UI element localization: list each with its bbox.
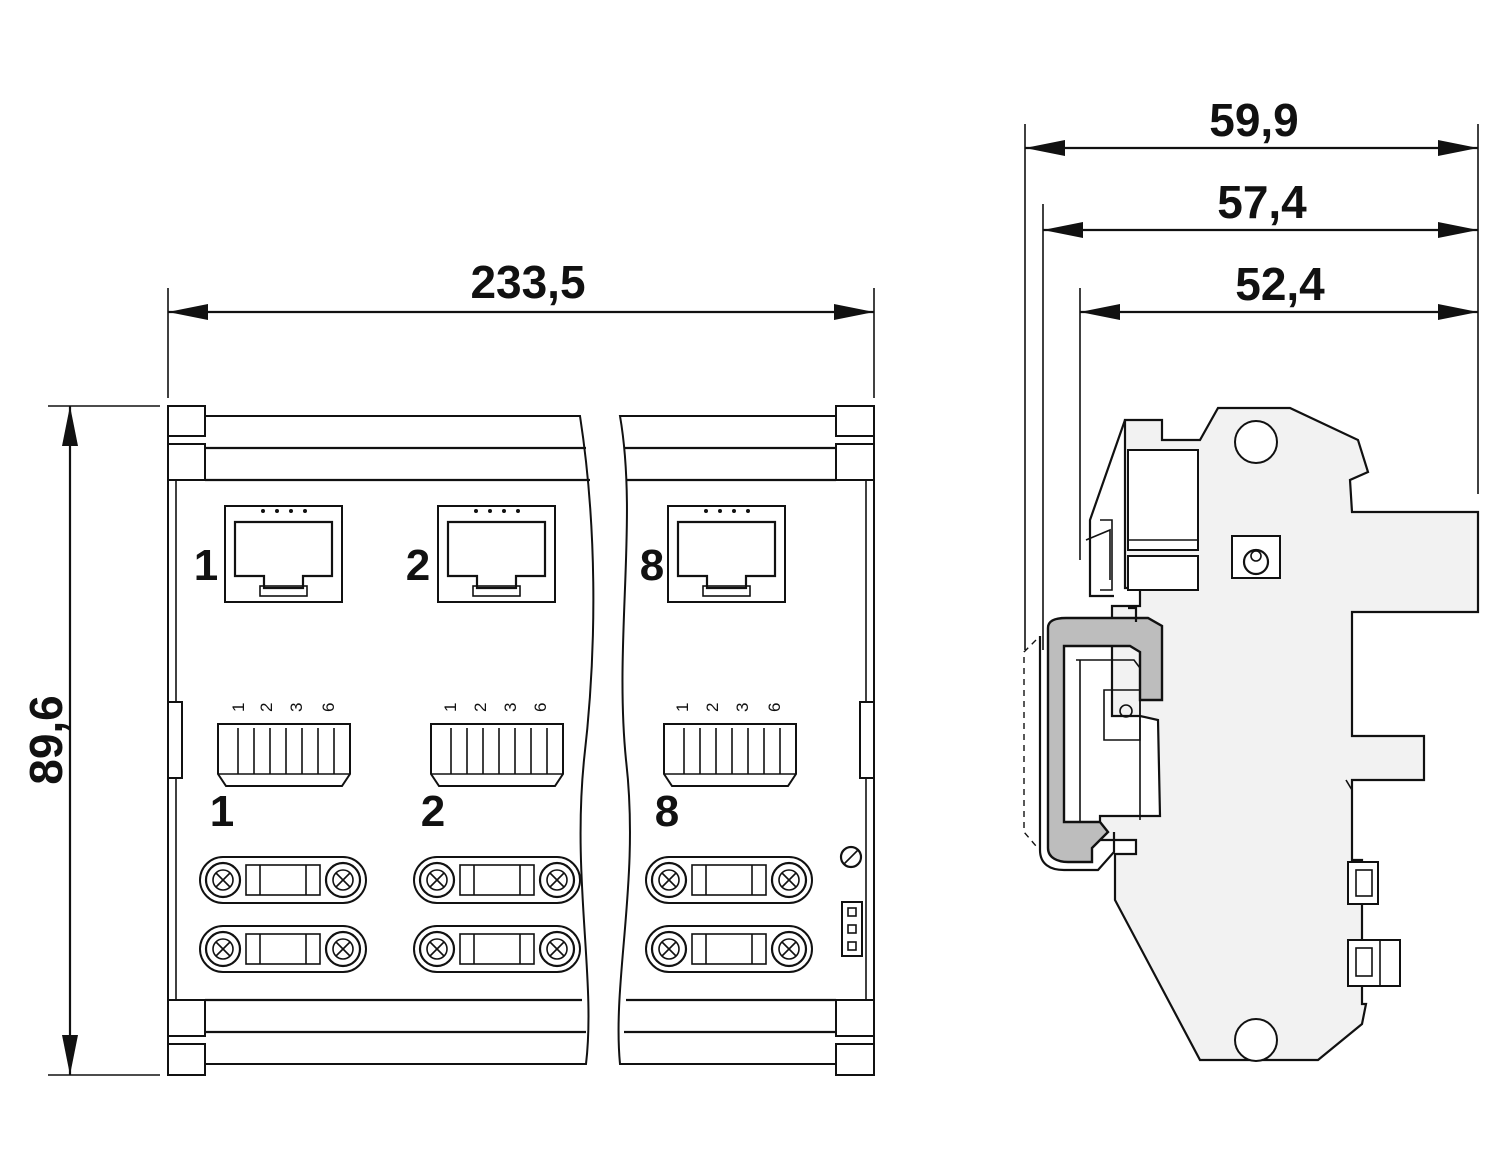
mounting-hole-top: [1234, 420, 1278, 464]
din-rail-dashed: [1023, 639, 1037, 847]
fuse-holder-2a: [412, 855, 582, 905]
din-rail-clip: [1046, 616, 1164, 864]
dimension-depth-mid-label: 57,4: [1217, 176, 1307, 228]
pin-labels-1: 1 2 3 6: [229, 703, 338, 712]
svg-text:6: 6: [319, 703, 338, 712]
svg-text:1: 1: [673, 703, 692, 712]
terminal-block-8: [663, 723, 797, 787]
pin-labels-8: 1 2 3 6: [673, 703, 784, 712]
dimension-width-label: 233,5: [470, 256, 585, 308]
dimension-height-label: 89,6: [20, 695, 72, 785]
fuse-holder-1b: [198, 924, 368, 974]
fuse-holder-8a: [644, 855, 814, 905]
svg-text:2: 2: [471, 703, 490, 712]
mounting-hole-bottom: [1234, 1018, 1278, 1062]
terminal-label-2: 2: [421, 787, 445, 836]
fuse-holder-1a: [198, 855, 368, 905]
svg-text:6: 6: [765, 703, 784, 712]
pin-labels-2: 1 2 3 6: [441, 703, 550, 712]
terminal-label-1: 1: [210, 787, 234, 836]
svg-text:1: 1: [441, 703, 460, 712]
jumper-header: [841, 901, 863, 957]
terminal-label-8: 8: [655, 787, 679, 836]
rj45-jack-1: [223, 504, 344, 604]
ground-symbol-icon: [1231, 535, 1281, 579]
svg-text:3: 3: [733, 703, 752, 712]
rj45-jack-2: [436, 504, 557, 604]
port-label-2: 2: [406, 541, 430, 590]
svg-text:3: 3: [287, 703, 306, 712]
terminal-block-2: [430, 723, 564, 787]
svg-text:1: 1: [229, 703, 248, 712]
fuse-holder-8b: [644, 924, 814, 974]
dimension-depth-inner-label: 52,4: [1235, 258, 1325, 310]
port-label-1: 1: [194, 541, 218, 590]
dimension-depth-total-label: 59,9: [1209, 94, 1299, 146]
side-view: 59,9 57,4 52,4: [1023, 94, 1480, 1062]
svg-text:2: 2: [703, 703, 722, 712]
svg-text:6: 6: [531, 703, 550, 712]
port-label-8: 8: [640, 541, 664, 590]
front-view: 1 2 8 1 2 3 6 1 2 3 6 1 2 3 6 1 2 8: [20, 256, 875, 1076]
svg-text:3: 3: [501, 703, 520, 712]
svg-text:2: 2: [257, 703, 276, 712]
ground-screw-icon: [839, 845, 863, 869]
rj45-jack-8: [666, 504, 787, 604]
fuse-holder-2b: [412, 924, 582, 974]
terminal-block-1: [217, 723, 351, 787]
